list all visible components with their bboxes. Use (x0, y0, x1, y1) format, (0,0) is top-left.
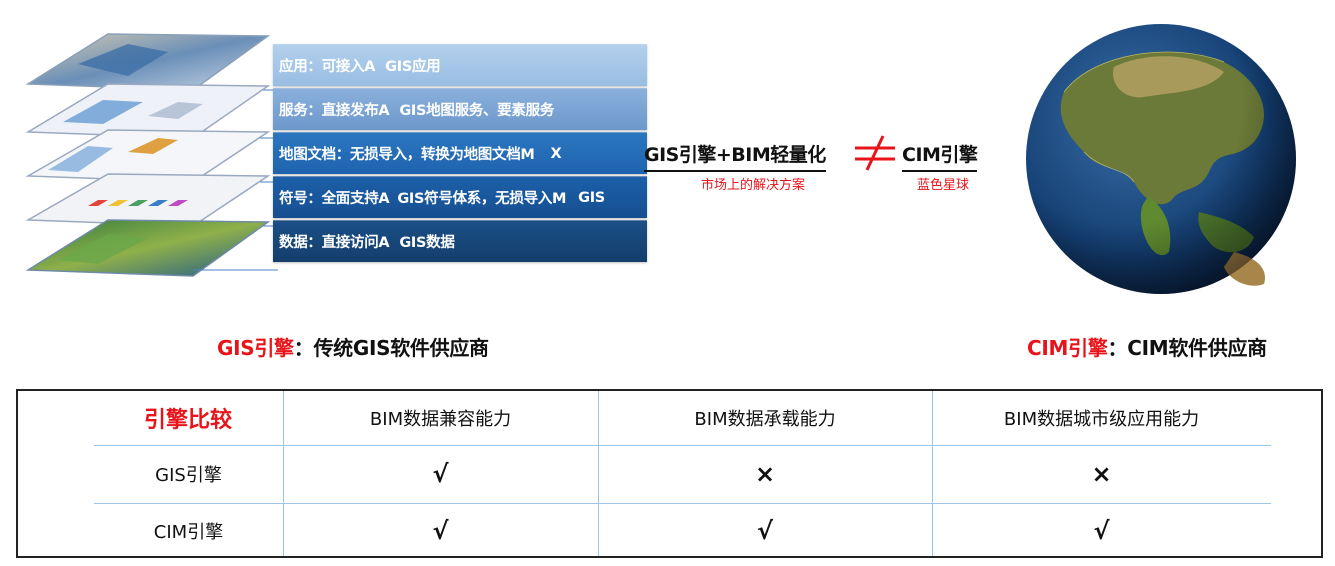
column-header: BIM数据承载能力 (694, 409, 836, 430)
layer-label: 应用：可接入A (279, 59, 376, 75)
layer-label-tail: X (550, 145, 562, 162)
check-mark: √ (756, 516, 773, 545)
column-header: BIM数据城市级应用能力 (1003, 409, 1200, 430)
not-equal-icon (855, 135, 895, 171)
layer-label-tail: GIS数据 (399, 235, 455, 251)
cim-engine-caption-title: CIM引擎 (1027, 336, 1108, 360)
column-header: BIM数据兼容能力 (369, 409, 512, 430)
layer-service-sheet (25, 83, 278, 139)
layer-label-tail2: GIS (578, 189, 605, 206)
check-mark: √ (432, 516, 449, 545)
equation-left-term: GIS引擎+BIM轻量化 (644, 140, 826, 172)
row-divider (94, 445, 1271, 446)
gis-engine-caption: GIS引擎：传统GIS软件供应商 (217, 332, 489, 361)
layer-label: 服务：直接发布A (279, 103, 390, 119)
row-divider (94, 503, 1271, 504)
layer-stack-illustration (25, 33, 278, 277)
cim-engine-caption-text: ：CIM软件供应商 (1107, 336, 1268, 360)
layer-app-sheet (25, 33, 278, 91)
layer-row-symbol: 符号：全面支持A GIS符号体系，无损导入M GIS (273, 176, 647, 218)
layer-symbol-sheet (25, 173, 278, 227)
layer-label: 地图文档：无损导入，转换为地图文档M (279, 147, 535, 163)
gis-layer-stack: 应用：可接入A GIS应用 服务：直接发布A GIS地图服务、要素服务 地图文档… (18, 24, 647, 286)
cim-engine-caption: CIM引擎：CIM软件供应商 (1027, 332, 1267, 361)
cross-mark: × (754, 460, 776, 488)
layer-label: 符号：全面支持A (279, 191, 390, 207)
layer-row-map-document: 地图文档：无损导入，转换为地图文档M X (273, 132, 647, 174)
engine-comparison-table: 引擎比较 BIM数据兼容能力 BIM数据承载能力 BIM数据城市级应用能力 GI… (16, 389, 1323, 558)
layer-label-tail: GIS符号体系，无损导入M (397, 191, 567, 207)
column-divider (932, 391, 933, 556)
column-divider (598, 391, 599, 556)
check-mark: √ (1093, 516, 1110, 545)
layer-label-tail: GIS地图服务、要素服务 (399, 103, 554, 119)
equation-right-term: CIM引擎 (902, 140, 978, 172)
layer-label: 数据：直接访问A (279, 235, 390, 251)
layer-row-app: 应用：可接入A GIS应用 (273, 44, 647, 86)
cross-mark: × (1091, 460, 1112, 488)
layer-label-tail: GIS应用 (385, 59, 441, 75)
check-mark: √ (432, 460, 449, 488)
gis-engine-caption-text: ：传统GIS软件供应商 (293, 336, 489, 360)
layer-data-sheet (25, 219, 278, 277)
column-divider (283, 391, 284, 556)
row-header: CIM引擎 (153, 521, 224, 543)
layer-row-service: 服务：直接发布A GIS地图服务、要素服务 (273, 88, 647, 130)
equation-left-subtitle: 市场上的解决方案 (701, 178, 806, 193)
equation-right-subtitle: 蓝色星球 (917, 178, 970, 193)
gis-engine-caption-title: GIS引擎 (217, 336, 294, 360)
layer-row-data: 数据：直接访问A GIS数据 (273, 220, 647, 262)
row-header: GIS引擎 (155, 465, 222, 486)
earth-globe-icon (1026, 24, 1296, 294)
table-corner-title: 引擎比较 (143, 408, 232, 433)
